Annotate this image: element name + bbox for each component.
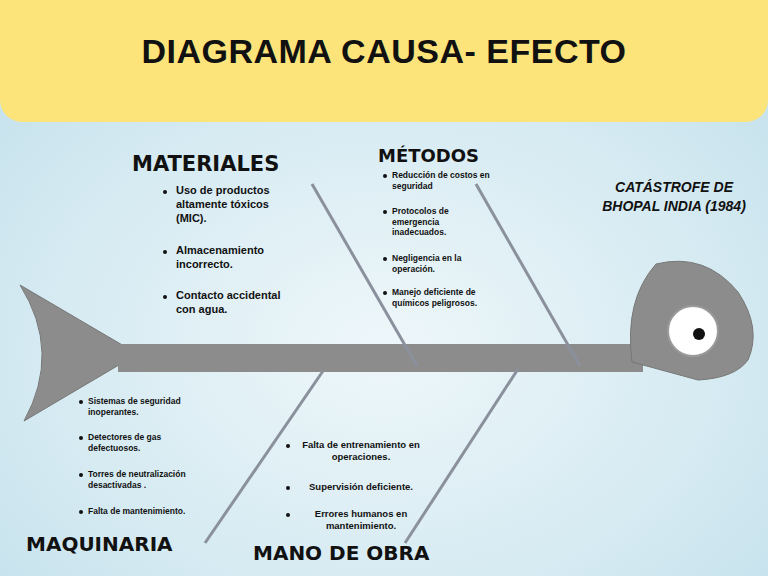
diagram-title: DIAGRAMA CAUSA- EFECTO — [0, 32, 768, 71]
cause-item: Torres de neutralización desactivadas . — [88, 469, 228, 490]
category-heading: MATERIALES — [132, 151, 332, 177]
cause-item: Manejo deficiente de químicos peligrosos… — [392, 287, 492, 308]
bullet-dot — [286, 486, 290, 490]
cause-item: Supervisión deficiente. — [296, 481, 426, 493]
category-heading: MAQUINARIA — [26, 532, 226, 557]
effect-text: CATÁSTROFE DE BHOPAL INDIA (1984) — [588, 178, 760, 216]
cause-item: Falta de entrenamiento en operaciones. — [296, 439, 426, 463]
bone — [405, 369, 518, 543]
category-heading: MANO DE OBRA — [253, 541, 473, 566]
cause-item: Detectores de gas defectuosos. — [88, 432, 208, 453]
cause-item: Protocolos de emergencia inadecuados. — [392, 206, 492, 238]
cause-item: Contacto accidental con agua. — [176, 289, 296, 317]
fish-spine — [118, 344, 643, 372]
category-heading: MÉTODOS — [378, 145, 518, 168]
cause-item: Errores humanos en mantenimiento. — [296, 508, 426, 532]
cause-item: Sistemas de seguridad inoperantes. — [88, 396, 218, 417]
cause-item: Uso de productos altamente tóxicos (MIC)… — [176, 184, 296, 225]
bullet-dot — [163, 250, 167, 254]
bullet-dot — [163, 295, 167, 299]
cause-item: Negligencia en la operación. — [392, 253, 492, 274]
bone — [476, 184, 580, 366]
bone — [205, 371, 323, 543]
bullet-dot — [163, 190, 167, 194]
fish-head: CATÁSTROFE DE BHOPAL INDIA (1984) — [588, 178, 760, 388]
cause-item: Falta de mantenimiento. — [88, 506, 228, 517]
cause-item: Almacenamiento incorrecto. — [176, 244, 296, 272]
cause-item: Reducción de costos en seguridad — [392, 170, 492, 191]
bullet-dot — [286, 513, 290, 517]
bullet-dot — [286, 444, 290, 448]
